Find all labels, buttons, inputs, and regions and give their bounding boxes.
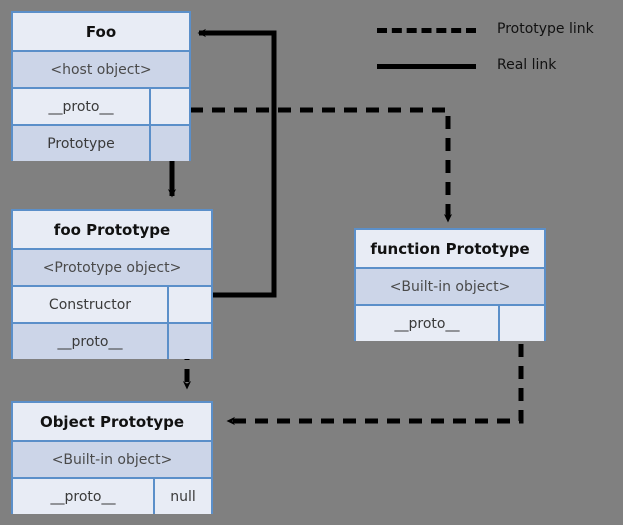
- legend-dashed-line-icon: [377, 28, 476, 33]
- node-foo-title: Foo: [13, 13, 189, 50]
- node-function-prototype-slot-proto[interactable]: __proto__: [356, 304, 544, 341]
- legend: Prototype link Real link: [377, 18, 617, 80]
- node-foo-slot-proto[interactable]: __proto__: [13, 87, 189, 124]
- legend-solid-line-icon: [377, 64, 476, 69]
- node-object-prototype-slot-proto-value: null: [153, 479, 211, 514]
- node-object-prototype-slot-proto-label: __proto__: [50, 488, 116, 505]
- node-foo[interactable]: Foo <host object> __proto__ Prototype: [11, 11, 191, 161]
- node-function-prototype[interactable]: function Prototype <Built-in object> __p…: [354, 228, 546, 341]
- node-foo-prototype-slot-proto-label: __proto__: [57, 333, 123, 350]
- node-object-prototype-title: Object Prototype: [13, 403, 211, 440]
- node-foo-prototype-slot-constructor[interactable]: Constructor: [13, 285, 211, 322]
- legend-item-prototype-link: Prototype link: [377, 18, 617, 42]
- node-foo-slot-prototype-label: Prototype: [47, 135, 115, 152]
- node-foo-prototype-subtitle: <Prototype object>: [13, 248, 211, 285]
- node-function-prototype-subtitle: <Built-in object>: [356, 267, 544, 304]
- node-function-prototype-slot-proto-value: [498, 306, 544, 341]
- node-object-prototype-subtitle: <Built-in object>: [13, 440, 211, 477]
- legend-item-real-link: Real link: [377, 54, 617, 78]
- node-foo-slot-prototype-value: [149, 126, 189, 161]
- node-foo-prototype-slot-constructor-value: [167, 287, 211, 322]
- node-foo-slot-proto-label: __proto__: [48, 98, 114, 115]
- node-object-prototype-slot-proto[interactable]: __proto__ null: [13, 477, 211, 514]
- link-foo-proto-to-function-prototype: [160, 102, 453, 223]
- node-foo-subtitle: <host object>: [13, 50, 189, 87]
- node-foo-prototype[interactable]: foo Prototype <Prototype object> Constru…: [11, 209, 213, 359]
- node-foo-prototype-slot-constructor-label: Constructor: [48, 296, 132, 313]
- legend-item-prototype-link-label: Prototype link: [497, 21, 594, 37]
- node-foo-prototype-slot-proto[interactable]: __proto__: [13, 322, 211, 359]
- node-foo-prototype-slot-proto-value: [167, 324, 211, 359]
- node-foo-slot-proto-value: [149, 89, 189, 124]
- legend-item-real-link-label: Real link: [497, 57, 557, 73]
- node-foo-slot-prototype[interactable]: Prototype: [13, 124, 189, 161]
- node-foo-prototype-title: foo Prototype: [13, 211, 211, 248]
- node-function-prototype-slot-proto-label: __proto__: [394, 315, 460, 332]
- node-object-prototype[interactable]: Object Prototype <Built-in object> __pro…: [11, 401, 213, 514]
- node-function-prototype-title: function Prototype: [356, 230, 544, 267]
